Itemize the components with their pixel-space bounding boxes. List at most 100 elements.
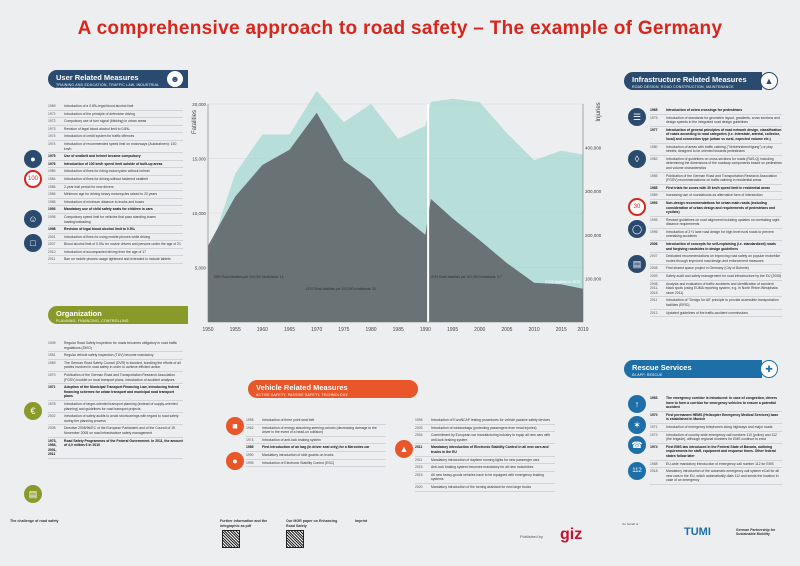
list-item-year: 1980 — [48, 169, 56, 174]
list-item-text: Use of seatbelt and helmet became compul… — [64, 154, 141, 159]
esc-icon: ▲ — [395, 440, 413, 458]
list-item-year: 1976 — [48, 161, 56, 166]
list-item-year: 1978 — [48, 401, 56, 406]
list-item-year: 1985 — [650, 185, 658, 190]
road-icon: ▲ — [760, 72, 778, 90]
zebra-crossing-icon: ☰ — [628, 108, 646, 126]
document-icon: ▤ — [24, 485, 42, 503]
list-item-year: 1998 — [48, 214, 56, 219]
list-item-text: Blood alcohol limit of 0.0‰ for novice d… — [64, 242, 181, 247]
list-item-year: 2008, 2011, 2015 — [650, 281, 659, 295]
list-item-text: Introduction of the principle of defensi… — [64, 111, 135, 116]
organization-title: Organization — [56, 309, 102, 318]
list-item-year: 1951 — [48, 353, 56, 358]
list-item-year: 1969 — [48, 104, 56, 108]
footer-imprint-title: Imprint — [355, 519, 368, 523]
x-tick-label: 2015 — [556, 327, 567, 333]
list-item-year: 1970 — [48, 372, 56, 377]
list-item: 1951 Regular vehicle safety inspection (T… — [48, 352, 183, 360]
list-item-year: 2001 — [48, 234, 56, 239]
list-item-year: 2012 — [650, 310, 658, 315]
y-tick-label-left: 10,000 — [192, 211, 206, 216]
rescue-header: Rescue Services IN-APP, RESCUE — [624, 360, 762, 378]
list-item-text: Directive 2008/96/EC of the European Par… — [64, 426, 176, 435]
y-axis-title-right: Injuries — [596, 102, 602, 121]
list-item-text: Mandatory introduction of Electronic Sta… — [431, 445, 549, 454]
y-tick-label-right: 400,000 — [585, 146, 602, 151]
list-item-year: 1971 — [650, 424, 658, 429]
list-item: 1980 Introduction of fines for riding mot… — [48, 168, 183, 176]
list-item-year: 2006 — [650, 242, 658, 247]
child-seat-icon: ☺ — [24, 210, 42, 228]
list-item-year: 2015 — [415, 465, 423, 470]
emergency-112-icon: 112 — [628, 462, 646, 480]
user-related-title: User Related Measures — [56, 73, 139, 82]
x-tick-label: 1965 — [284, 327, 295, 333]
gpsm-logo: German Partnership for Sustainable Mobil… — [736, 528, 776, 536]
list-item-year: 2002 — [48, 414, 56, 419]
list-item-text: Introduction of areas with traffic calmi… — [666, 144, 773, 154]
list-item-text: First EMS law introduced in the Federal … — [666, 444, 776, 458]
fatalities-area — [208, 112, 583, 322]
list-item-year: 1995 — [246, 460, 254, 465]
vehicle-related-header: Vehicle Related Measures ACTIVE SAFETY, … — [248, 380, 418, 398]
list-item-text: First introduction of air bag (in driver… — [262, 445, 370, 450]
list-item-text: Road Safety Programmes of the Federal Go… — [64, 438, 183, 448]
on-behalf-label: On behalf of — [622, 522, 639, 526]
list-item-year: 1995 — [650, 217, 658, 222]
list-item-text: First shared space project in Germany (C… — [666, 266, 749, 271]
infrastructure-subtitle: ROAD DESIGN, ROAD CONSTRUCTION, MAINTENA… — [632, 85, 734, 89]
alcohol-icon: □ — [24, 234, 42, 252]
list-item-text: Introduction of credit system for traffi… — [64, 134, 135, 139]
list-item-year: 1989 — [650, 193, 658, 198]
helicopter-icon: ✶ — [628, 416, 646, 434]
list-item-text: Introduction of windowbags (protecting p… — [431, 425, 537, 430]
list-item-year: 1975 — [650, 115, 658, 120]
qr-code-pdf[interactable] — [222, 530, 240, 548]
list-item-text: Regular vehicle safety inspection (TUV) … — [64, 353, 154, 358]
list-item-text: The emergency corridor is introduced: In… — [666, 396, 777, 410]
list-item-text: Mandatory introduction of the automatic … — [666, 469, 779, 483]
list-item-year: 1984 — [48, 176, 56, 181]
list-item-year: 1975 — [48, 154, 56, 159]
people-icon: ☻ — [166, 70, 184, 88]
list-item-text: Introduction of fines for riding motorcy… — [64, 169, 150, 174]
footer-challenge-title: The challenge of road safety — [10, 519, 59, 523]
list-item-year: 1993 — [48, 207, 56, 212]
x-tick-label: 1950 — [202, 327, 213, 333]
list-item-text: Introduction of energy absorbing steerin… — [262, 425, 377, 435]
list-item-year: 2015 — [415, 472, 423, 477]
published-by-label: Published by — [520, 534, 543, 539]
qr-code-paper[interactable] — [286, 530, 304, 548]
x-tick-label: 1970 — [311, 327, 322, 333]
list-item-year: 2020 — [415, 484, 423, 489]
x-tick-label: 1990 — [420, 327, 431, 333]
y-tick-label-left: 15,000 — [192, 157, 206, 162]
chart-annotation: 2019 Road fatalities per 100,000 inhabit… — [431, 275, 502, 279]
x-tick-label: 1955 — [230, 327, 241, 333]
user-related-header: User Related Measures TRAINING AND EDUCA… — [48, 70, 188, 91]
